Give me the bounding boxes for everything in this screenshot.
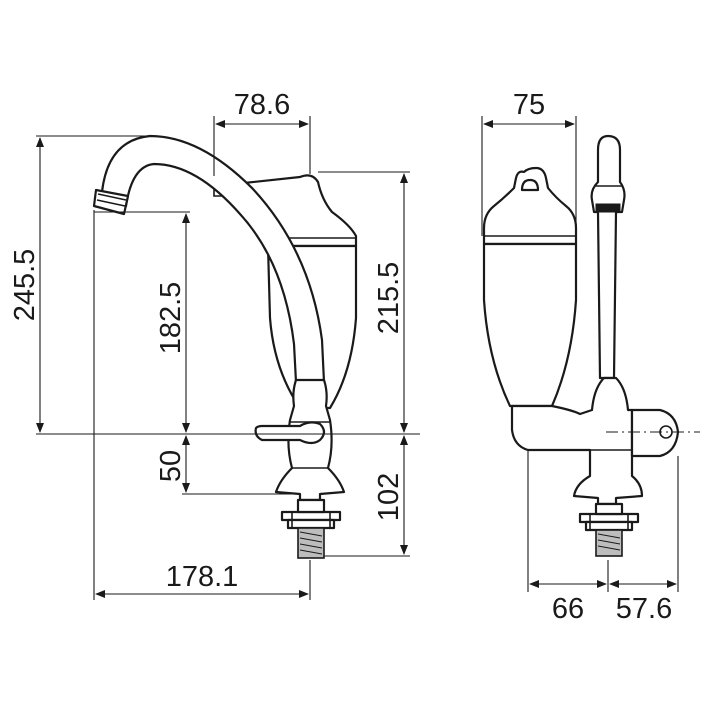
- side-valve-body: [510, 376, 700, 506]
- side-spout-pipe: [590, 134, 626, 380]
- dim-label-side-depth-left: 66: [552, 593, 584, 625]
- dim-label-total-height: 245.5: [9, 249, 41, 322]
- dim-thread-length: 102: [324, 435, 410, 557]
- dim-filter-height: 215.5: [318, 171, 410, 433]
- side-mounting-nut: [578, 512, 640, 532]
- dim-total-height: 245.5: [9, 135, 420, 435]
- dim-label-lever-height: 50: [155, 450, 187, 482]
- dim-label-spout-reach: 178.1: [166, 561, 239, 593]
- dim-label-filter-offset: 78.6: [234, 89, 290, 121]
- dim-label-side-width: 75: [513, 89, 545, 121]
- side-threaded-shank: [594, 502, 624, 557]
- dim-label-side-depth-right: 57.6: [616, 593, 672, 625]
- dim-label-spout-height: 182.5: [155, 282, 187, 355]
- front-view: 245.5 182.5 215.5 78.6 50: [9, 89, 420, 600]
- front-lever-handle[interactable]: [254, 421, 326, 445]
- dim-side-width: 75: [481, 89, 577, 236]
- dim-filter-offset: 78.6: [213, 89, 311, 176]
- side-filter-cartridge: [482, 166, 578, 408]
- dim-label-filter-height: 215.5: [373, 262, 405, 335]
- front-mounting-nut: [280, 510, 342, 530]
- side-view: 75 66 57.6: [481, 89, 700, 625]
- dim-lever-height: 50: [155, 435, 292, 495]
- front-threaded-shank: [296, 498, 326, 559]
- dim-side-depth: 66 57.6: [527, 450, 679, 625]
- dim-spout-height: 182.5: [94, 211, 190, 433]
- dim-label-thread-length: 102: [373, 473, 405, 521]
- front-spout: [92, 134, 326, 384]
- dim-spout-reach: 178.1: [93, 210, 311, 600]
